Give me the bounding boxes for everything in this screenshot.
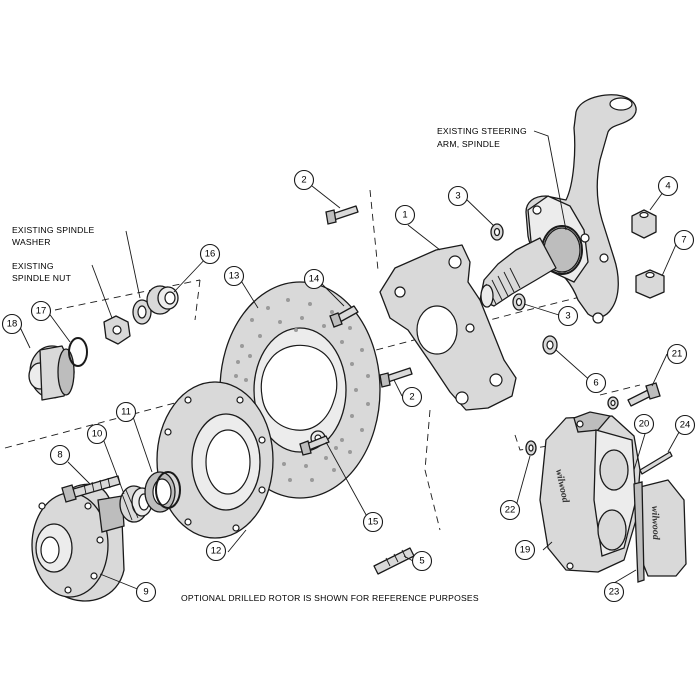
existing-spindle-nut: [103, 315, 131, 345]
callout-23: 23: [603, 581, 625, 603]
callout-17: 17: [30, 300, 52, 322]
dust-cap-o-ring: [68, 337, 88, 367]
svg-text:24: 24: [680, 420, 691, 431]
nut-7: [635, 269, 665, 299]
svg-text:19: 19: [520, 545, 531, 556]
label-washer-line-1: EXISTING SPINDLE: [12, 225, 95, 235]
svg-text:21: 21: [672, 349, 683, 360]
svg-text:2: 2: [301, 175, 306, 186]
svg-text:18: 18: [7, 319, 18, 330]
svg-text:13: 13: [229, 271, 240, 282]
washer-6: [542, 335, 558, 355]
callout-2-upper: 2: [293, 169, 315, 191]
pad-retainer-pin: [639, 451, 673, 475]
brake-pad: wilwood: [633, 479, 687, 583]
svg-text:4: 4: [665, 181, 670, 192]
grease-seal: [144, 471, 181, 513]
svg-text:15: 15: [368, 517, 379, 528]
svg-text:3: 3: [455, 191, 460, 202]
outer-bearing: [146, 285, 179, 315]
svg-text:9: 9: [143, 587, 148, 598]
wheel-hub: [31, 483, 125, 602]
svg-text:8: 8: [57, 450, 62, 461]
washer-3-lower: [512, 293, 526, 311]
existing-spindle-washer: [132, 299, 152, 325]
callout-24: 24: [674, 414, 696, 436]
callout-3-lower: 3: [557, 305, 579, 327]
bolt-2-lower: [379, 367, 413, 388]
svg-text:20: 20: [639, 419, 650, 430]
label-steering-line-1: EXISTING STEERING: [437, 126, 527, 136]
callout-12: 12: [205, 540, 227, 562]
label-washer-line-2: WASHER: [12, 237, 51, 247]
callout-5: 5: [411, 550, 433, 572]
callout-15: 15: [362, 511, 384, 533]
svg-text:5: 5: [419, 556, 424, 567]
svg-text:11: 11: [121, 407, 131, 418]
callout-14: 14: [303, 268, 325, 290]
dust-cap: [28, 345, 75, 401]
svg-text:23: 23: [609, 587, 620, 598]
callout-22: 22: [499, 499, 521, 521]
svg-text:3: 3: [565, 311, 570, 322]
svg-text:10: 10: [92, 429, 103, 440]
callout-8: 8: [49, 444, 71, 466]
svg-text:7: 7: [681, 235, 686, 246]
washer-3-upper: [490, 223, 504, 241]
callout-13: 13: [223, 265, 245, 287]
assembly-guide-lines: [4, 189, 641, 531]
nut-4: [631, 209, 657, 239]
washer-20: [607, 396, 619, 410]
callout-2-lower: 2: [401, 386, 423, 408]
callout-19: 19: [514, 539, 536, 561]
callout-7: 7: [673, 229, 695, 251]
rotor-hat: [156, 381, 274, 539]
callout-9: 9: [135, 581, 157, 603]
svg-text:14: 14: [309, 274, 320, 285]
callout-3-upper: 3: [447, 185, 469, 207]
caliper-mounting-bracket: [379, 244, 517, 411]
label-nut-line-2: SPINDLE NUT: [12, 273, 72, 283]
washer-22: [525, 440, 537, 456]
callout-16: 16: [199, 243, 221, 265]
svg-text:1: 1: [402, 210, 407, 221]
bolt-14: [329, 305, 359, 328]
callout-1: 1: [394, 204, 416, 226]
svg-text:12: 12: [211, 546, 222, 557]
callout-18: 18: [1, 313, 23, 335]
footnote: OPTIONAL DRILLED ROTOR IS SHOWN FOR REFE…: [181, 593, 479, 603]
callout-4: 4: [657, 175, 679, 197]
svg-text:22: 22: [505, 505, 516, 516]
existing-steering-arm-spindle: [479, 94, 637, 324]
callout-10: 10: [86, 423, 108, 445]
callout-11: 11: [115, 401, 137, 423]
bolt-15: [299, 435, 330, 456]
svg-text:17: 17: [36, 306, 47, 317]
callout-20: 20: [633, 413, 655, 435]
svg-text:16: 16: [205, 249, 216, 260]
bolt-2-upper: [325, 205, 359, 225]
callout-6: 6: [585, 372, 607, 394]
svg-text:2: 2: [409, 392, 414, 403]
svg-text:6: 6: [593, 378, 598, 389]
label-steering-line-2: ARM, SPINDLE: [437, 139, 500, 149]
bolt-21: [627, 382, 661, 407]
bolt-5: [373, 547, 415, 575]
caliper: wilwood: [539, 411, 641, 573]
pad-logo: wilwood: [649, 506, 661, 541]
callout-21: 21: [666, 343, 688, 365]
wheel-stud: [61, 475, 121, 503]
label-nut-line-1: EXISTING: [12, 261, 54, 271]
